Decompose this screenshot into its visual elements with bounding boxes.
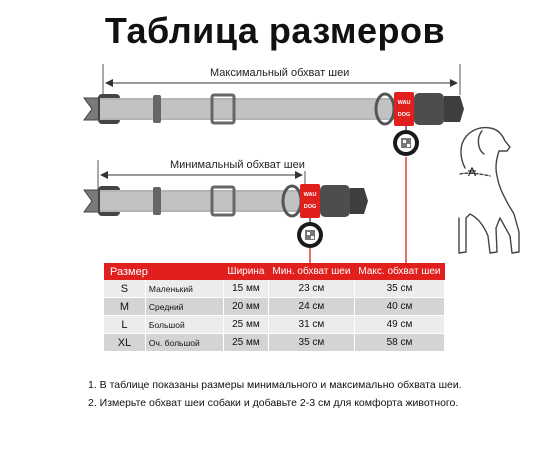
dog-point-label: A <box>468 165 476 179</box>
table-header-row: Размер Ширина Мин. обхват шеи Макс. обхв… <box>104 263 445 280</box>
min-girth-value: 31 см <box>268 315 355 334</box>
min-girth-value: 23 см <box>268 280 355 298</box>
min-girth-label: Минимальный обхват шеи <box>167 159 308 171</box>
table-row: XL Оч. большой 25 мм 35 см 58 см <box>104 333 446 352</box>
note-1: 1. В таблице показаны размеры минимально… <box>88 379 462 391</box>
width-value: 20 мм <box>223 297 269 316</box>
min-girth-value: 35 см <box>268 333 355 352</box>
max-girth-label: Максимальный обхват шеи <box>207 67 353 79</box>
size-name: Средний <box>145 297 224 316</box>
width-value: 25 мм <box>223 315 269 334</box>
table-row: S Маленький 15 мм 23 см 35 см <box>104 280 446 298</box>
size-name: Оч. большой <box>145 333 224 352</box>
min-girth-value: 24 см <box>268 297 355 316</box>
header-min-girth: Мин. обхват шеи <box>268 263 355 280</box>
page-title: Таблица размеров <box>104 10 446 51</box>
width-value: 25 мм <box>223 333 269 352</box>
size-name: Маленький <box>145 280 224 298</box>
size-code: L <box>104 315 146 334</box>
size-table: Размер Ширина Мин. обхват шеи Макс. обхв… <box>104 263 446 352</box>
collar-min: WAU DOG <box>83 184 368 248</box>
note-2: 2. Измерьте обхват шеи собаки и добавьте… <box>88 397 459 409</box>
max-girth-value: 35 см <box>354 280 446 298</box>
size-code: M <box>104 297 146 316</box>
header-width: Ширина <box>223 263 269 280</box>
svg-text:WAU: WAU <box>398 100 411 106</box>
max-dimension-line <box>102 64 461 95</box>
notes: 1. В таблице показаны размеры минимально… <box>88 376 462 412</box>
collar-max: WAU DOG <box>83 92 464 156</box>
max-girth-value: 49 см <box>354 315 446 334</box>
svg-text:DOG: DOG <box>398 112 411 118</box>
dog-outline-icon <box>458 126 520 254</box>
size-name: Большой <box>145 315 224 334</box>
size-code: S <box>104 280 146 298</box>
max-girth-value: 58 см <box>354 333 446 352</box>
table-row: L Большой 25 мм 31 см 49 см <box>104 315 446 334</box>
svg-text:DOG: DOG <box>304 204 317 210</box>
header-size: Размер <box>104 263 224 280</box>
width-value: 15 мм <box>223 280 269 298</box>
table-row: M Средний 20 мм 24 см 40 см <box>104 297 446 316</box>
max-girth-value: 40 см <box>354 297 446 316</box>
header-max-girth: Макс. обхват шеи <box>354 263 445 280</box>
size-code: XL <box>104 333 146 352</box>
svg-text:WAU: WAU <box>304 192 317 198</box>
